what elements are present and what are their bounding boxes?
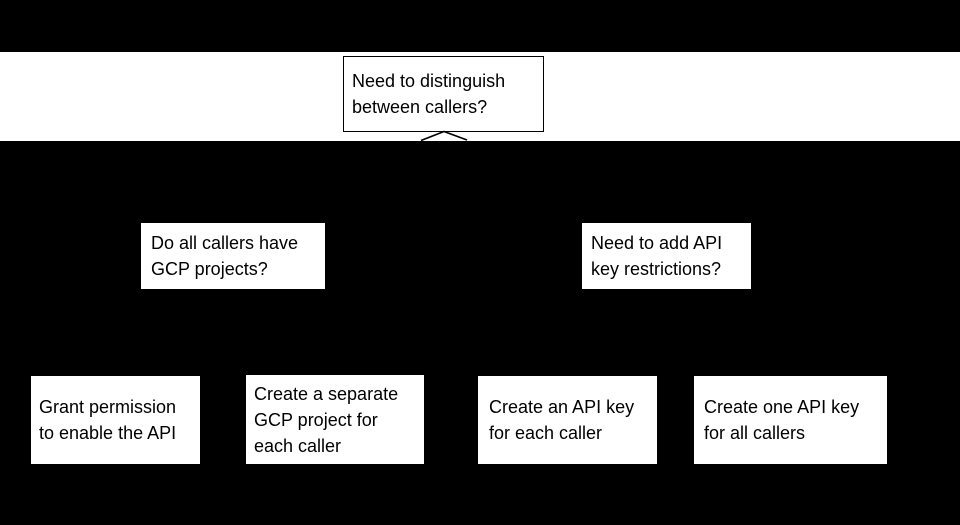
- node-label-line: between callers?: [352, 97, 488, 117]
- node-label-line: Need to distinguish: [352, 71, 506, 91]
- action-node-separate-gcp-project: Create a separate GCP project for each c…: [246, 375, 424, 464]
- node-label-line: to enable the API: [39, 423, 177, 443]
- node-label-line: Create a separate: [254, 383, 399, 404]
- action-node-one-api-key: Create one API key for all callers: [694, 376, 887, 464]
- node-label-line: key restrictions?: [591, 259, 722, 279]
- node-label-line: each caller: [254, 435, 342, 456]
- node-label-line: GCP project for: [254, 409, 378, 430]
- node-label-line: Create one API key: [704, 397, 860, 417]
- node-label-line: GCP projects?: [151, 259, 268, 279]
- decision-node-gcp-projects: Do all callers have GCP projects?: [141, 223, 325, 289]
- action-node-api-key-per-caller: Create an API key for each caller: [478, 376, 657, 464]
- decision-node-distinguish-callers: Need to distinguish between callers?: [343, 56, 544, 132]
- decision-node-api-key-restrictions: Need to add API key restrictions?: [582, 223, 751, 289]
- node-label-line: Grant permission: [39, 397, 177, 417]
- node-label-line: for each caller: [489, 423, 603, 443]
- node-label-line: for all callers: [704, 423, 806, 443]
- node-label-line: Create an API key: [489, 397, 635, 417]
- node-label-line: Need to add API: [591, 233, 723, 253]
- action-node-grant-permission: Grant permission to enable the API: [31, 376, 200, 464]
- node-label-line: Do all callers have: [151, 233, 299, 253]
- diamond-tip-connector: [420, 130, 468, 142]
